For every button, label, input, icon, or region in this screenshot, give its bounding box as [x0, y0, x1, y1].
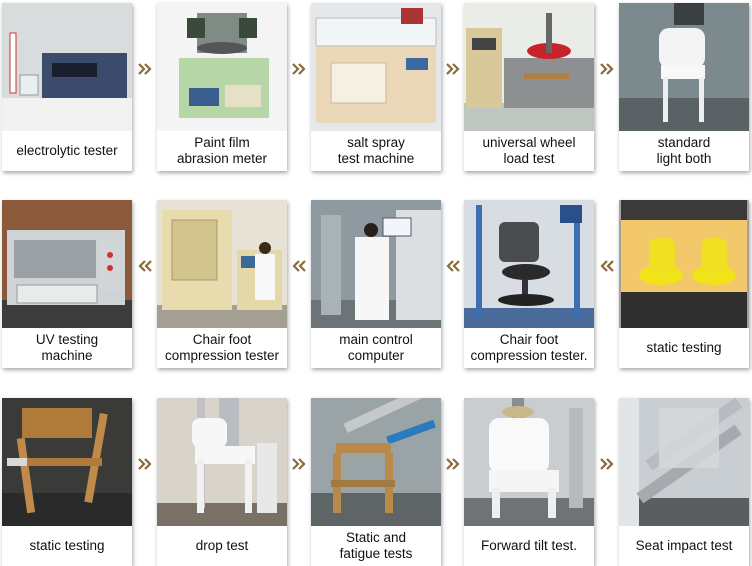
caption-line: abrasion meter [176, 151, 268, 166]
static-testing-b-caption: static testing [2, 526, 132, 566]
static-testing-a-caption: static testing [619, 328, 749, 368]
caption-line: Static and [345, 530, 407, 545]
caption-line: Paint film [194, 135, 250, 150]
arrow-left-icon [445, 260, 461, 272]
caption-line: standard [657, 135, 711, 150]
caption-line: compression tester. [470, 348, 588, 363]
arrow-left-icon [137, 260, 153, 272]
seat-impact-test-photo [619, 398, 749, 526]
card-static-testing-b: static testing [2, 398, 132, 566]
caption-line: Chair foot [192, 332, 252, 347]
caption-line: machine [41, 348, 93, 363]
main-control-computer-photo [311, 200, 441, 328]
seat-impact-test-caption: Seat impact test [619, 526, 749, 566]
chair-foot-compression-tester-a-photo [157, 200, 287, 328]
arrow-right-icon [291, 458, 307, 470]
arrow-left-icon [599, 260, 615, 272]
caption-line: main control [339, 332, 413, 347]
uv-testing-machine-photo [2, 200, 132, 328]
paint-film-abrasion-meter-photo [157, 3, 287, 131]
arrow-right-icon [137, 63, 153, 75]
arrow-right-icon [599, 458, 615, 470]
arrow-left-icon [291, 260, 307, 272]
chair-foot-compression-tester-b-photo [464, 200, 594, 328]
static-and-fatigue-tests-photo [311, 398, 441, 526]
standard-light-both-photo [619, 3, 749, 131]
caption-line: electrolytic tester [16, 143, 118, 158]
caption-line: test machine [337, 151, 415, 166]
static-testing-a-photo [619, 200, 749, 328]
electrolytic-tester-caption: electrolytic tester [2, 131, 132, 171]
caption-line: computer [347, 348, 405, 363]
caption-line: static testing [29, 538, 105, 553]
arrow-right-icon [291, 63, 307, 75]
card-static-testing-a: static testing [619, 200, 749, 368]
caption-line: Seat impact test [635, 538, 733, 553]
caption-line: universal wheel [482, 135, 576, 150]
drop-test-photo [157, 398, 287, 526]
caption-line: Chair foot [499, 332, 559, 347]
drop-test-caption: drop test [157, 526, 287, 566]
caption-line: static testing [646, 340, 722, 355]
electrolytic-tester-photo [2, 3, 132, 131]
caption-line: light both [656, 151, 712, 166]
universal-wheel-load-test-photo [464, 3, 594, 131]
caption-line: UV testing [35, 332, 99, 347]
arrow-right-icon [599, 63, 615, 75]
caption-line: Forward tilt test. [480, 538, 578, 553]
caption-line: drop test [195, 538, 249, 553]
arrow-right-icon [445, 63, 461, 75]
salt-spray-test-machine-photo [311, 3, 441, 131]
forward-tilt-test-photo [464, 398, 594, 526]
card-electrolytic-tester: electrolytic tester [2, 3, 132, 171]
card-drop-test: drop test [157, 398, 287, 566]
caption-line: load test [503, 151, 555, 166]
caption-line: salt spray [347, 135, 405, 150]
forward-tilt-test-caption: Forward tilt test. [464, 526, 594, 566]
card-forward-tilt-test: Forward tilt test. [464, 398, 594, 566]
card-seat-impact-test: Seat impact test [619, 398, 749, 566]
arrow-right-icon [445, 458, 461, 470]
static-testing-b-photo [2, 398, 132, 526]
caption-line: fatigue tests [339, 546, 413, 561]
caption-line: compression tester [164, 348, 280, 363]
arrow-right-icon [137, 458, 153, 470]
